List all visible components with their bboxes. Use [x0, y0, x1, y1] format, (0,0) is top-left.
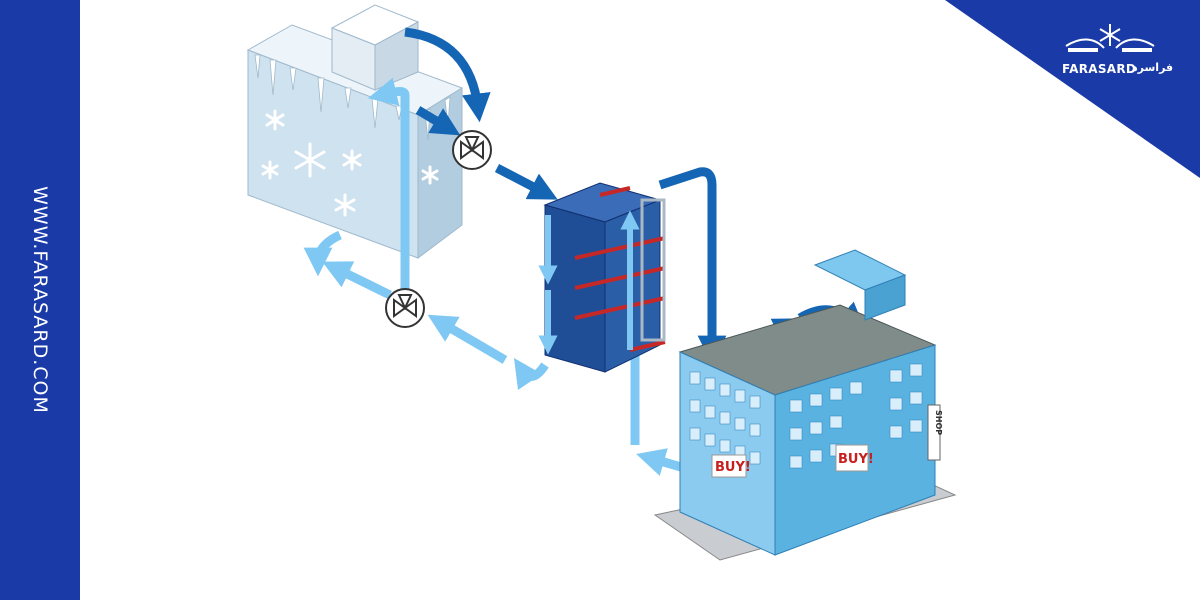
shop-sign: SHOP [927, 404, 943, 461]
brand-name-local: فراسرد [1132, 61, 1174, 74]
valve-icon [452, 130, 492, 170]
svg-text:BUY!: BUY! [715, 460, 751, 475]
valve-icon [385, 288, 425, 328]
brand-corner [945, 0, 1200, 178]
snowflake-icon [261, 109, 439, 217]
svg-text:BUY!: BUY! [838, 452, 874, 467]
office-building: BUY! BUY! SHOP [653, 249, 957, 561]
side-bar: WWW.FARASARD.COM [0, 0, 80, 600]
buy-sign: BUY! [711, 454, 751, 478]
buy-sign: BUY! [835, 444, 874, 472]
chiller-block [330, 4, 420, 91]
snowflake-logo-icon [1065, 24, 1155, 52]
brand-name-latin: FARASARD [1062, 62, 1137, 76]
plate-heat-exchanger [538, 182, 666, 373]
svg-text:SHOP: SHOP [934, 410, 943, 435]
